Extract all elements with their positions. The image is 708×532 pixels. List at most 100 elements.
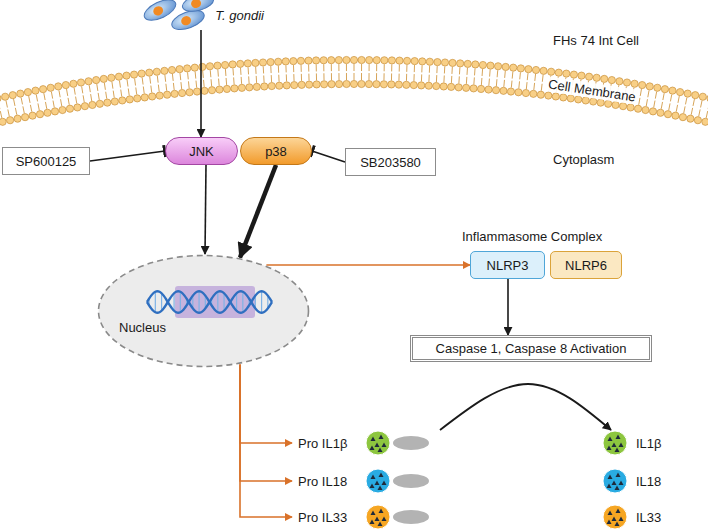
lipid-head xyxy=(246,84,253,91)
lipid-tail xyxy=(104,83,105,90)
pro-cytokine-icon xyxy=(365,504,431,530)
lipid-head xyxy=(597,99,604,106)
cytokine-node: Pro IL33 xyxy=(292,504,452,530)
lipid-head xyxy=(297,57,304,64)
lipid-head xyxy=(343,80,350,87)
cytokine-triangle xyxy=(619,443,624,448)
lipid-tail xyxy=(165,84,167,91)
lipid-tail xyxy=(0,111,1,118)
lipid-tail xyxy=(232,68,234,75)
lipid-tail xyxy=(661,102,662,109)
lipid-head xyxy=(335,80,342,87)
lipid-tail xyxy=(14,99,15,106)
node-label: SP600125 xyxy=(16,154,77,169)
lipid-tail xyxy=(38,103,39,110)
lipid-head xyxy=(206,63,213,70)
lipid-tail xyxy=(481,78,483,85)
lipid-head xyxy=(457,60,464,67)
lipid-tail xyxy=(6,101,7,108)
lipid-tail xyxy=(376,73,377,80)
lipid-head xyxy=(440,83,447,90)
lipid-head xyxy=(74,104,81,111)
lipid-tail xyxy=(693,99,694,106)
lipid-head xyxy=(305,57,312,64)
lipid-head xyxy=(123,72,130,79)
node-label: IL1β xyxy=(636,436,662,451)
lipid-head xyxy=(612,101,619,108)
lipid-head xyxy=(540,67,547,74)
lipid-head xyxy=(168,66,175,73)
lipid-head xyxy=(510,64,517,71)
cytokine-node: IL18 xyxy=(598,468,678,494)
lipid-head xyxy=(9,92,16,99)
lipid-head xyxy=(419,58,426,65)
lipid-tail xyxy=(21,98,22,105)
lipid-head xyxy=(17,90,24,97)
dna-rung xyxy=(155,292,156,313)
lipid-tail xyxy=(669,103,670,110)
lipid-head xyxy=(525,66,532,73)
lipid-head xyxy=(130,71,137,78)
lipid-head xyxy=(425,82,432,89)
lipid-tail xyxy=(646,99,647,106)
lipid-head xyxy=(96,100,103,107)
cytokine-triangle xyxy=(607,520,612,525)
lipid-tail xyxy=(308,74,309,81)
lipid-head xyxy=(494,63,501,70)
lipid-tail xyxy=(263,75,264,82)
lipid-tail xyxy=(240,68,241,75)
cytokine-triangle xyxy=(608,437,613,442)
lipid-head xyxy=(582,97,589,104)
cytokine-triangle xyxy=(615,522,620,527)
region-label: FHs 74 Int Cell xyxy=(553,33,639,48)
lipid-head xyxy=(487,62,494,69)
cytokine-icon xyxy=(602,468,628,494)
lipid-head xyxy=(578,72,585,79)
lipid-tail xyxy=(142,78,144,85)
lipid-tail xyxy=(187,72,189,79)
lipid-tail xyxy=(127,80,129,87)
lipid-head xyxy=(479,61,486,68)
lipid-head xyxy=(201,87,208,94)
cytokine-triangle xyxy=(371,437,376,442)
lipid-tail xyxy=(391,64,392,71)
cell-membrane xyxy=(0,56,708,127)
lipid-head xyxy=(472,61,479,68)
lipid-tail xyxy=(376,64,377,71)
lipid-tail xyxy=(655,92,656,99)
lipid-tail xyxy=(316,64,317,71)
nucleus-shape xyxy=(97,254,310,368)
lipid-head xyxy=(134,95,141,102)
lipid-tail xyxy=(444,66,445,73)
lipid-head xyxy=(532,66,539,73)
lipid-head xyxy=(502,63,509,70)
lipid-tail xyxy=(488,79,490,86)
lipid-head xyxy=(126,96,133,103)
lipid-head xyxy=(373,57,380,64)
lipid-head xyxy=(29,112,36,119)
process-box: NLRP3 xyxy=(470,251,545,279)
lipid-tail xyxy=(331,64,332,71)
lipid-head xyxy=(237,60,244,67)
lipid-head xyxy=(381,57,388,64)
lipid-head xyxy=(77,79,84,86)
pro-cytokine-icon xyxy=(365,468,431,494)
dna-rung xyxy=(161,293,162,311)
lipid-head xyxy=(560,94,567,101)
lipid-head xyxy=(575,96,582,103)
lipid-tail xyxy=(203,80,205,87)
cytokine-triangle xyxy=(378,486,383,491)
lipid-head xyxy=(699,93,706,100)
process-box: NLRP6 xyxy=(550,251,622,279)
lipid-head xyxy=(373,81,380,88)
lipid-head xyxy=(164,91,171,98)
cytokine-circle xyxy=(366,505,390,529)
lipid-head xyxy=(515,89,522,96)
lipid-head xyxy=(567,95,574,102)
lipid-head xyxy=(350,80,357,87)
lipid-tail xyxy=(678,96,679,103)
lipid-tail xyxy=(489,70,491,77)
lipid-tail xyxy=(195,81,197,88)
lipid-tail xyxy=(518,81,520,88)
lipid-head xyxy=(138,70,145,77)
